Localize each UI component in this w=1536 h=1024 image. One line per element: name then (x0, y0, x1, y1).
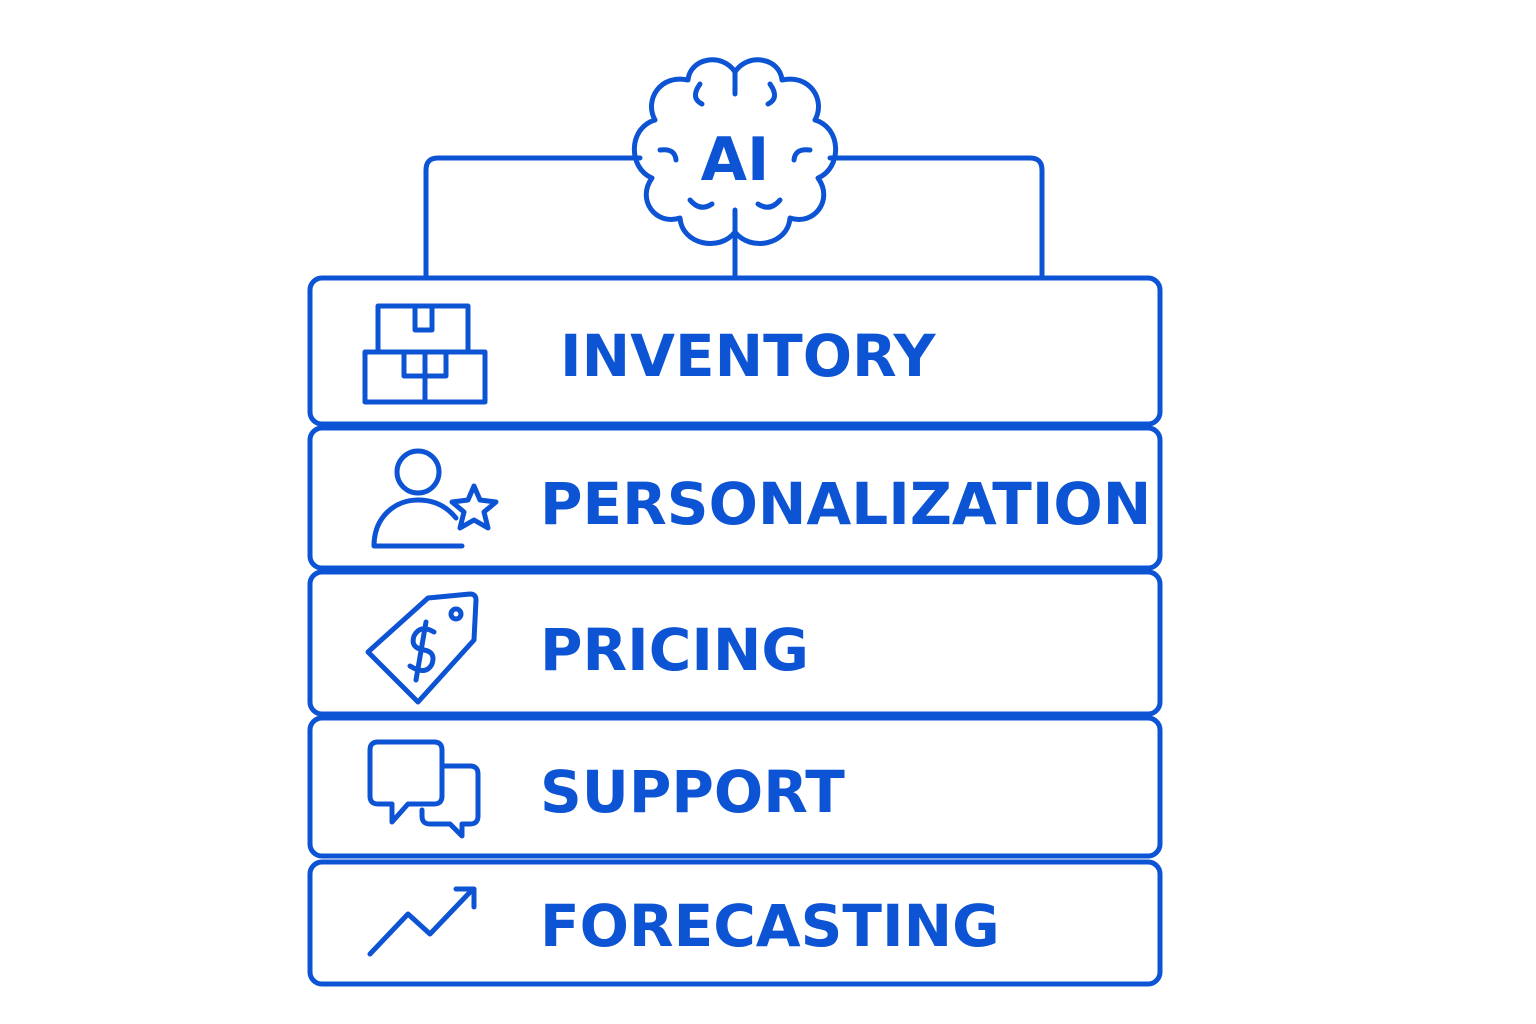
layer-support: SUPPORT (307, 715, 1163, 859)
layer-label: PRICING (540, 616, 809, 684)
user-star-icon (371, 448, 499, 549)
layer-label: INVENTORY (560, 322, 937, 390)
brain-node: AI (631, 57, 839, 246)
layer-pricing: PRICING (307, 569, 1163, 717)
layer-label: PERSONALIZATION (540, 470, 1151, 538)
layer-label: FORECASTING (540, 892, 1000, 960)
trend-up-icon (367, 886, 477, 957)
layer-personalization: PERSONALIZATION (307, 425, 1163, 571)
brain-label: AI (701, 125, 770, 195)
layer-inventory: INVENTORY (307, 275, 1163, 427)
layer-forecasting: FORECASTING (307, 859, 1163, 987)
layer-label: SUPPORT (540, 758, 845, 826)
price-tag-icon (365, 591, 479, 705)
connector-lines (423, 155, 1045, 278)
chat-bubbles-icon (367, 739, 481, 839)
boxes-icon (362, 303, 488, 405)
